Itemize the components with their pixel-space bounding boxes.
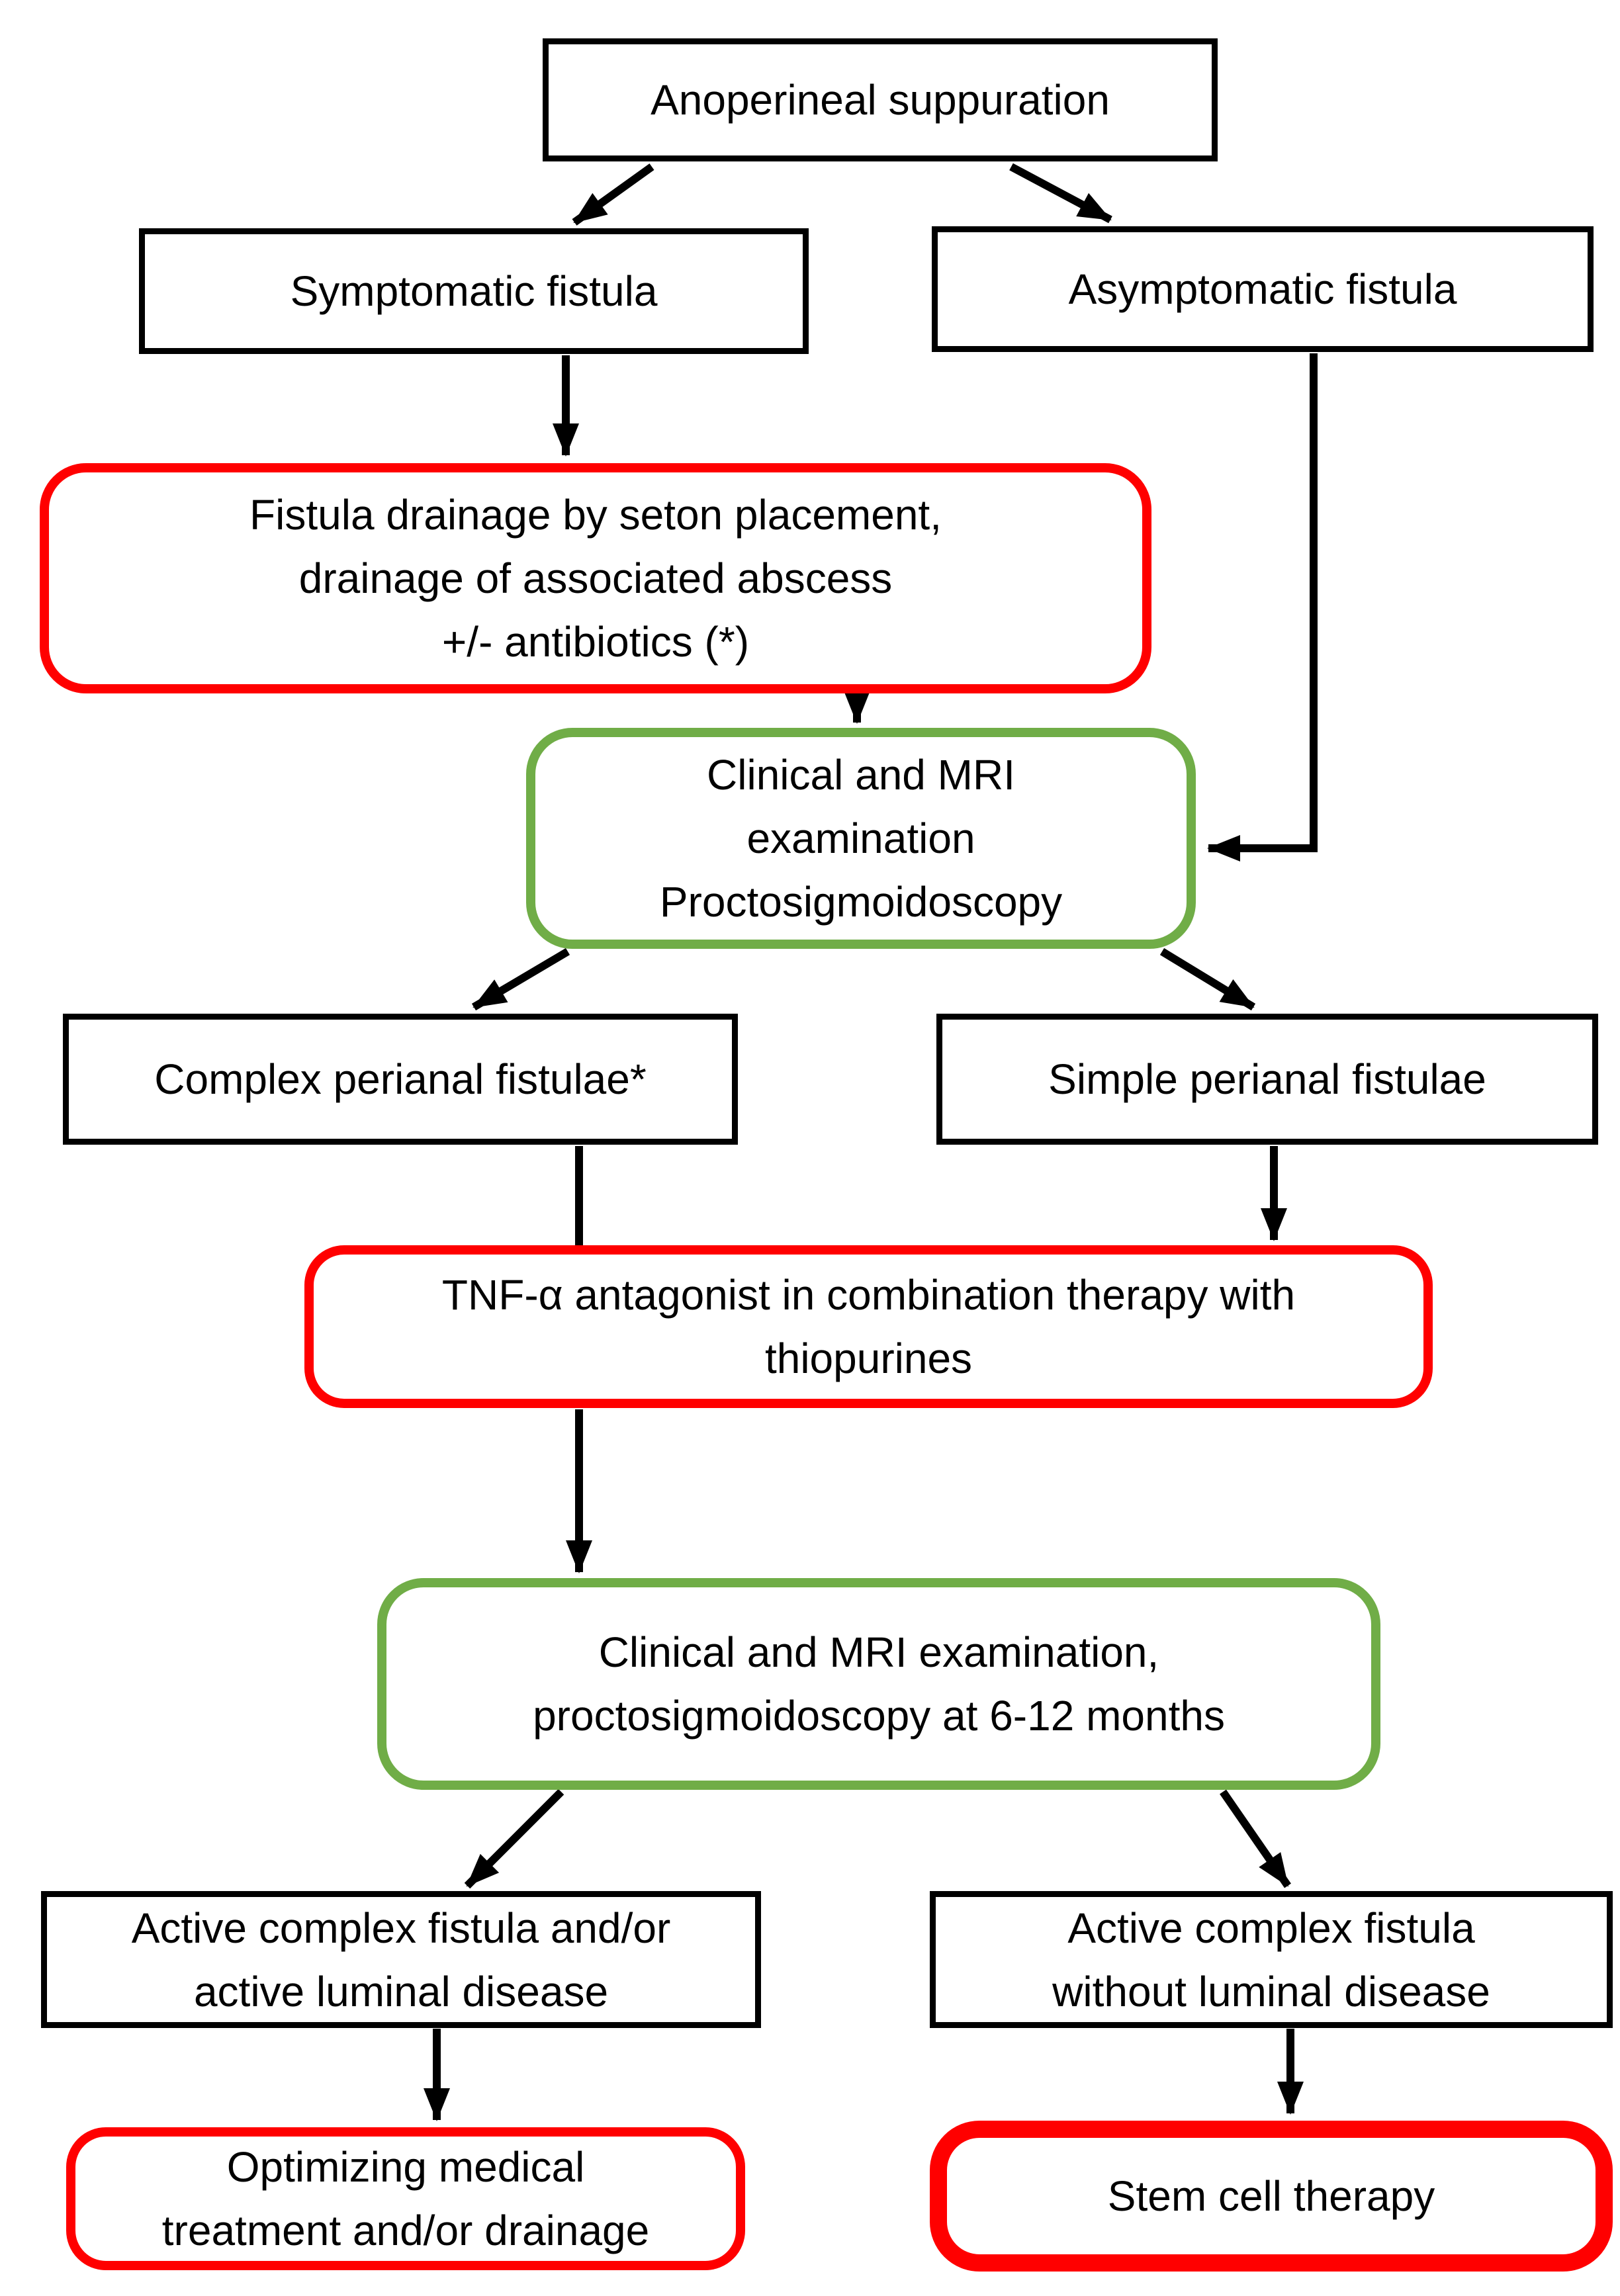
arrow-exam1-to-simple [1159,948,1256,1011]
node-active-fistula-luminal-disease: Active complex fistula and/or active lum… [41,1891,761,2028]
node-active-fistula-no-luminal-disease: Active complex fistula without luminal d… [930,1891,1613,2028]
node-symptomatic-fistula: Symptomatic fistula [139,228,809,354]
arrow-exam1-to-complex [471,948,570,1011]
arrow-asymptomatic-to-exam1-elbow [1207,353,1318,861]
arrow-anoperineal-to-symptomatic [572,163,654,226]
arrow-exam2-to-active-luminal [464,1788,564,1889]
arrow-anoperineal-to-asymptomatic [1009,163,1112,224]
node-asymptomatic-fistula: Asymptomatic fistula [932,226,1594,352]
node-clinical-mri-6-12-months: Clinical and MRI examination, proctosigm… [377,1578,1380,1790]
arrow-exam2-to-active-no-luminal [1220,1789,1291,1888]
node-clinical-mri-proctosigmoidoscopy: Clinical and MRI examination Proctosigmo… [526,728,1196,949]
node-simple-perianal-fistulae: Simple perianal fistulae [936,1014,1598,1145]
node-fistula-drainage-seton: Fistula drainage by seton placement, dra… [40,463,1151,693]
node-stem-cell-therapy: Stem cell therapy [930,2121,1613,2272]
node-anoperineal-suppuration: Anoperineal suppuration [543,38,1218,161]
node-optimizing-medical-treatment: Optimizing medical treatment and/or drai… [66,2127,745,2270]
node-tnf-antagonist-thiopurines: TNF-α antagonist in combination therapy … [304,1245,1433,1408]
node-complex-perianal-fistulae: Complex perianal fistulae* [63,1014,738,1145]
